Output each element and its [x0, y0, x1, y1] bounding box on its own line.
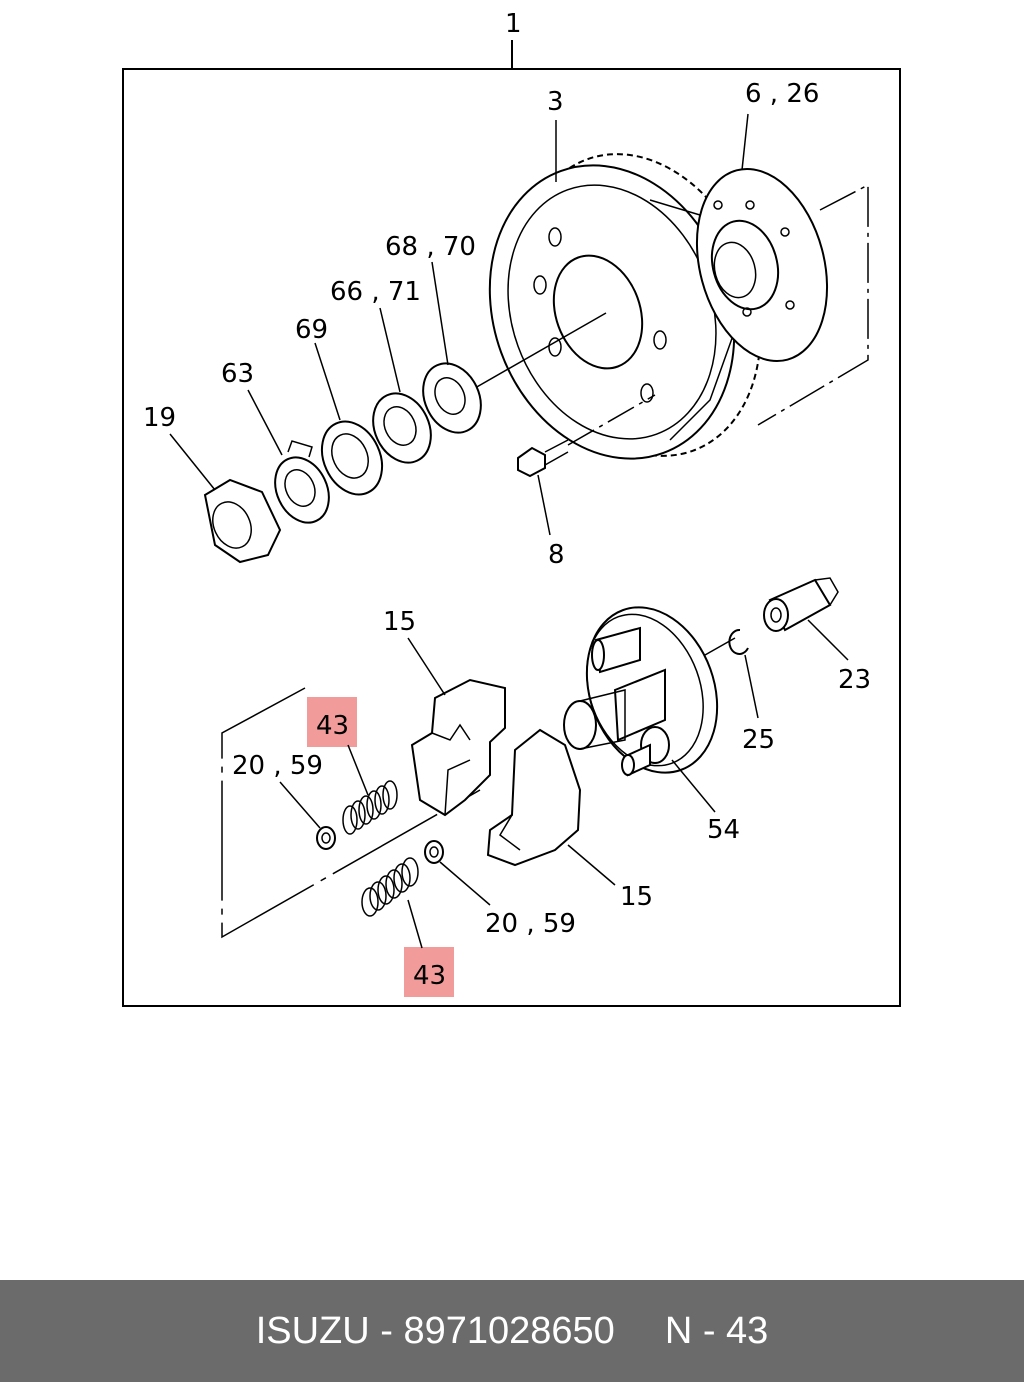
callout-63: 63	[221, 359, 254, 389]
spring-part-43-upper	[342, 780, 398, 835]
callout-8: 8	[548, 540, 565, 570]
callout-20-59-right: 20 , 59	[485, 909, 576, 939]
callout-15-lower: 15	[620, 882, 653, 912]
lockwasher-part-63	[274, 440, 330, 524]
callout-6-26: 6 , 26	[745, 79, 819, 109]
highlight-43-bottom	[404, 947, 454, 997]
clip-part-25	[728, 628, 749, 655]
flange-part-54	[563, 606, 719, 777]
part-caption-bar: ISUZU - 8971028650 N - 43	[0, 1280, 1024, 1382]
washer-part-68-70	[422, 362, 482, 434]
weight-part-15-upper	[410, 678, 506, 817]
washer-part-20-59-right	[424, 840, 444, 864]
pin-part-23	[763, 577, 839, 632]
part-number: 8971028650	[403, 1309, 615, 1352]
brand-name: ISUZU	[255, 1309, 370, 1352]
hub-part-6-26	[695, 167, 869, 426]
callout-19: 19	[143, 403, 176, 433]
bolt-part-8	[517, 394, 656, 478]
parts-diagram: 1 3 6 , 26 68 , 70 66 , 71 69 63 19 8 15…	[122, 9, 901, 1007]
washer-part-20-59-left	[316, 826, 336, 850]
washer-part-66-71	[372, 392, 432, 464]
bearing-part-69	[320, 420, 384, 496]
callout-15-upper: 15	[383, 607, 416, 637]
callout-68-70: 68 , 70	[385, 232, 476, 262]
callout-43-lower: 43	[413, 961, 446, 991]
callout-66-71: 66 , 71	[330, 277, 421, 307]
highlight-43-top	[307, 697, 357, 747]
callout-20-59-left: 20 , 59	[232, 751, 323, 781]
callout-25: 25	[742, 725, 775, 755]
callout-54: 54	[707, 815, 740, 845]
caption-separator: -	[380, 1309, 393, 1352]
weight-part-15-lower	[486, 728, 582, 867]
spring-part-43-lower	[361, 857, 419, 917]
callout-43-upper: 43	[316, 711, 349, 741]
callout-23: 23	[838, 665, 871, 695]
callout-69: 69	[295, 315, 328, 345]
position-prefix: N -	[664, 1309, 716, 1352]
nut-part-19	[203, 478, 282, 564]
callout-3: 3	[547, 87, 564, 117]
position-number: 43	[726, 1309, 769, 1352]
callout-1: 1	[505, 9, 522, 39]
